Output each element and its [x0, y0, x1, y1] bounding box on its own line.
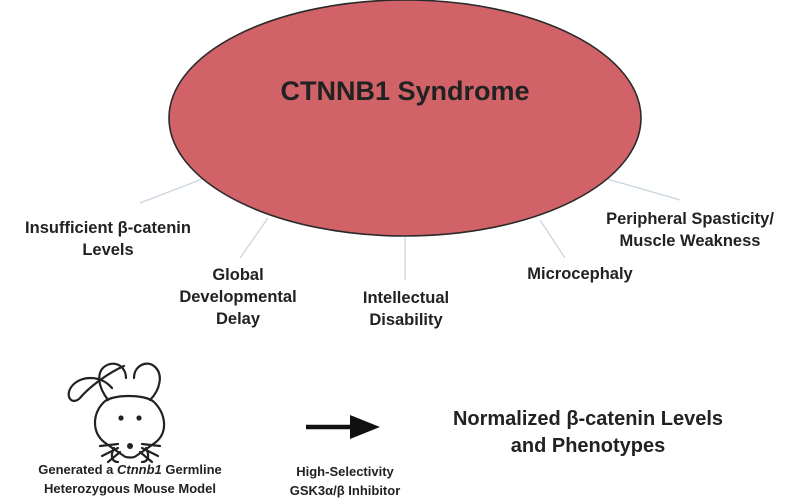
connector-microcephaly [539, 219, 566, 259]
feature-peripheral-spasticity: Peripheral Spasticity/ Muscle Weakness [580, 208, 800, 252]
feature-line: Levels [82, 241, 134, 259]
inhibitor-caption: High-Selectivity GSK3α/β Inhibitor [265, 462, 425, 500]
mouse-model-line-2: Heterozygous Mouse Model [44, 481, 216, 496]
mouse-model-line-1: Generated a Ctnnb1 Germline [5, 460, 255, 479]
feature-line: Delay [215, 310, 261, 328]
mouse-model-caption: Generated a Ctnnb1 Germline Heterozygous… [5, 460, 255, 498]
feature-line: Insufficient β-catenin [25, 219, 191, 237]
result-line-1: Normalized β-catenin Levels [452, 408, 724, 430]
connector-insufficient-beta-catenin [139, 177, 206, 204]
feature-line: Muscle Weakness [619, 232, 761, 250]
connector-global-developmental-delay [239, 217, 269, 259]
feature-microcephaly: Microcephaly [500, 263, 660, 285]
mouse-face [118, 415, 142, 449]
feature-line: Intellectual [362, 289, 450, 307]
feature-line: Peripheral Spasticity/ [606, 210, 774, 228]
syndrome-ellipse [168, 0, 642, 237]
feature-line: Developmental [179, 288, 297, 306]
feature-line: Global [212, 266, 264, 284]
syndrome-title: CTNNB1 Syndrome [280, 76, 530, 106]
feature-insufficient-beta-catenin: Insufficient β-catenin Levels [8, 217, 208, 261]
arrow-icon [306, 415, 380, 439]
feature-line: Microcephaly [527, 265, 633, 283]
result-text: Normalized β-catenin Levels and Phenotyp… [398, 406, 778, 460]
inhibitor-line-2: GSK3α/β Inhibitor [289, 483, 401, 498]
feature-line: Disability [369, 311, 443, 329]
inhibitor-line-1: High-Selectivity [296, 464, 394, 479]
mouse-model-suffix: Germline [161, 462, 222, 477]
feature-global-developmental-delay: Global Developmental Delay [168, 264, 308, 330]
mouse-model-gene: Ctnnb1 [117, 462, 162, 477]
result-line-2: and Phenotypes [510, 435, 666, 457]
mouse-model-prefix: Generated a [38, 462, 117, 477]
connector-peripheral-spasticity [603, 177, 681, 201]
mouse-icon [67, 362, 166, 464]
feature-intellectual-disability: Intellectual Disability [336, 287, 476, 331]
